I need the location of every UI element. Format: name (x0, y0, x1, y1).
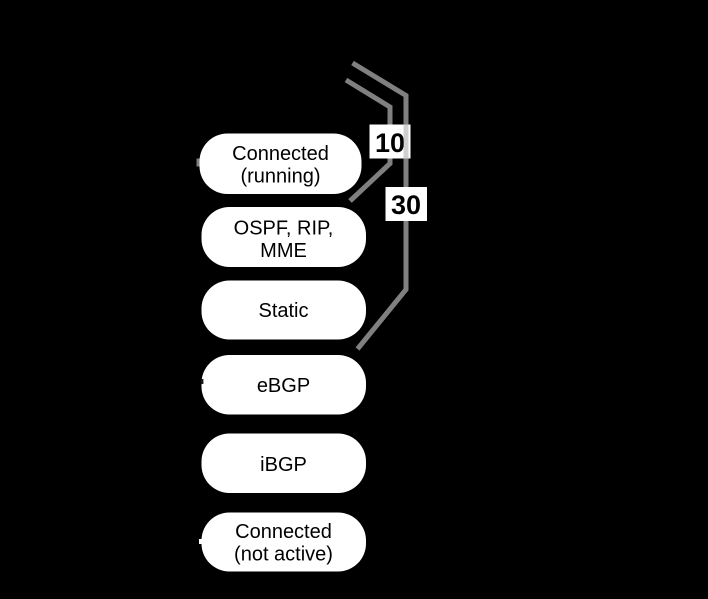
svg-text:eBGP: eBGP (257, 375, 310, 397)
svg-text:Static: Static (258, 300, 308, 322)
svg-text:iBGP: iBGP (260, 454, 307, 476)
svg-text:(not active): (not active) (234, 544, 333, 566)
svg-text:10: 10 (375, 128, 405, 158)
svg-text:OSPF, RIP,: OSPF, RIP, (234, 218, 334, 240)
svg-text:MME: MME (260, 240, 307, 262)
svg-text:Connected: Connected (232, 143, 329, 165)
svg-text:Connected: Connected (235, 521, 332, 543)
svg-text:30: 30 (391, 190, 421, 220)
svg-text:(running): (running) (240, 166, 320, 188)
